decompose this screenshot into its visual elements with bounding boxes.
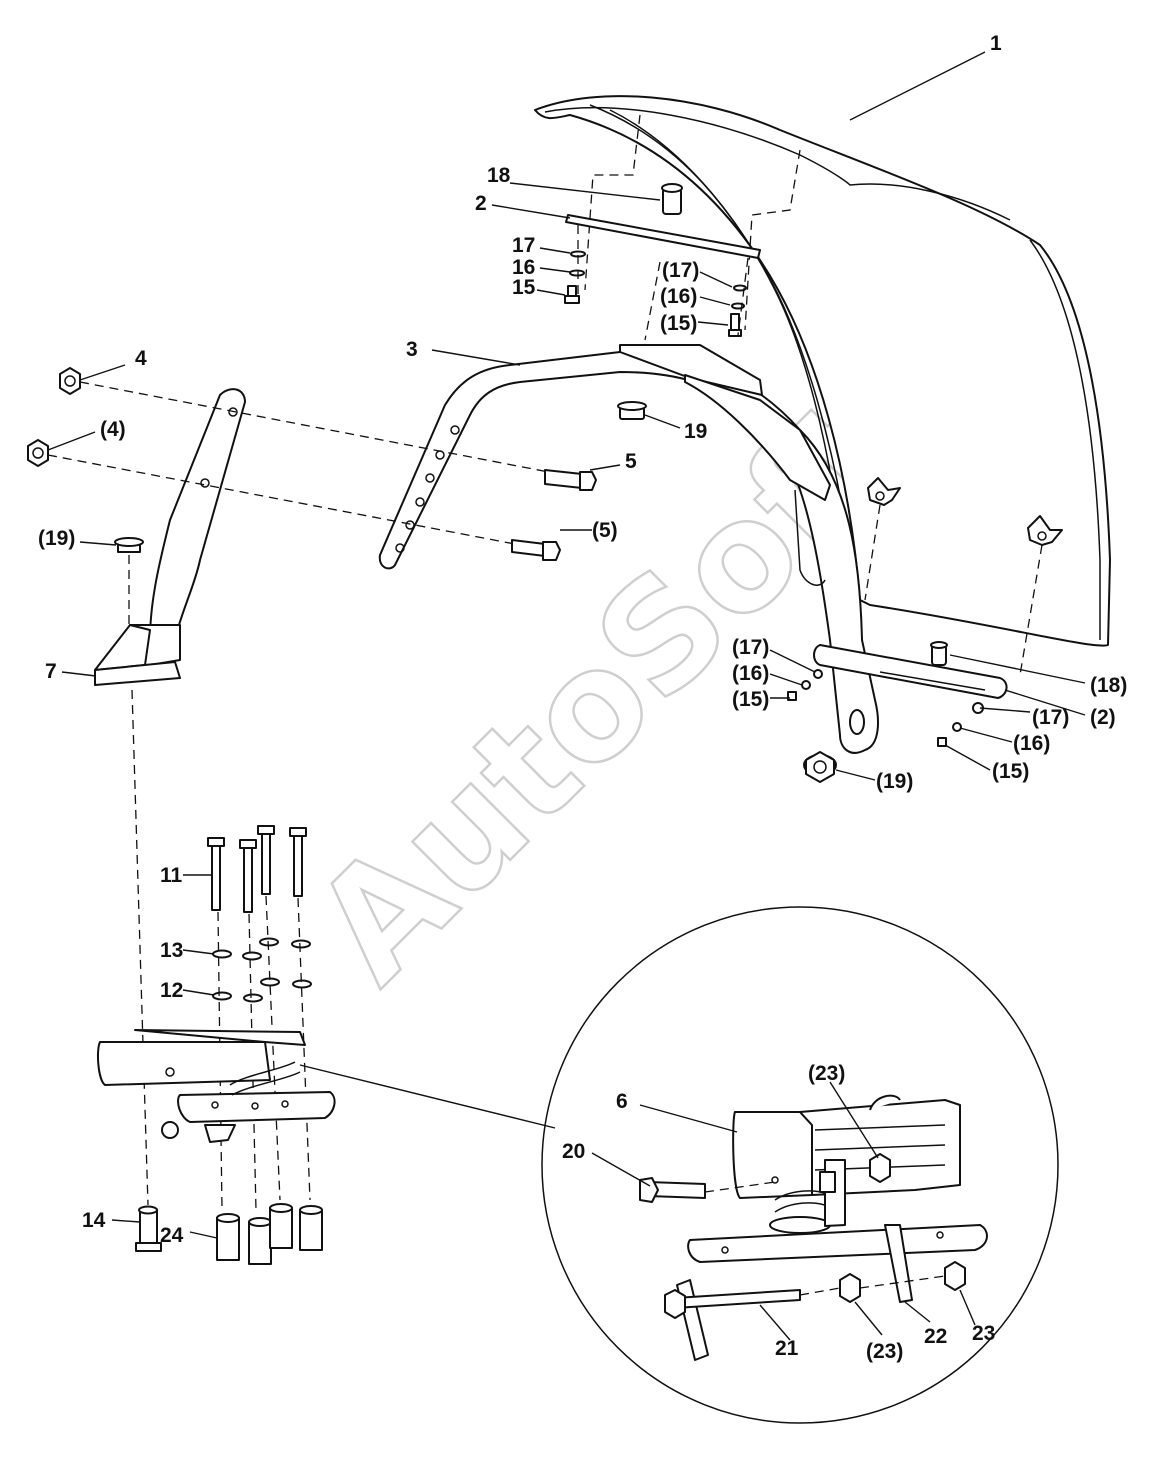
label-16-ref: (16) — [660, 285, 697, 308]
detail-view-circle — [541, 906, 1059, 1424]
label-12: 12 — [160, 979, 183, 1002]
label-7: 7 — [45, 660, 57, 683]
label-23-ref-bottom: (23) — [866, 1340, 903, 1363]
leader-lines — [47, 51, 1086, 1341]
bolt-5-lower — [511, 539, 561, 561]
washer-left-lower — [787, 669, 823, 701]
flange-nut-19-left — [114, 537, 144, 553]
label-19: 19 — [684, 420, 707, 443]
label-4: 4 — [135, 347, 147, 370]
strap-part-2 — [565, 183, 761, 259]
label-1: 1 — [990, 32, 1002, 55]
label-5: 5 — [625, 450, 637, 473]
wing-clip-right — [1027, 515, 1063, 546]
label-16-lower-right: (16) — [1013, 732, 1050, 755]
wing-clip-left — [867, 477, 901, 506]
washers-13-12 — [212, 937, 312, 1003]
label-16-lower-left: (16) — [732, 662, 769, 685]
washer-right-lower — [937, 702, 984, 747]
label-15-lower-left: (15) — [732, 688, 769, 711]
hidden-outline-2 — [744, 149, 801, 331]
spacers-24 — [216, 1203, 323, 1265]
label-16: 16 — [512, 256, 535, 279]
label-17-lower-left: (17) — [732, 636, 769, 659]
label-17-lower-right: (17) — [1032, 706, 1069, 729]
hidden-outline — [584, 114, 641, 291]
bushing-14 — [135, 1205, 162, 1252]
label-13: 13 — [160, 939, 183, 962]
flange-nut-19-lower — [803, 751, 837, 783]
label-2-ref: (2) — [1090, 706, 1116, 729]
label-4-ref: (4) — [100, 418, 126, 441]
bolt-5-upper — [544, 469, 597, 491]
label-5-ref: (5) — [592, 519, 618, 542]
washer-nut-stack-left — [564, 250, 586, 304]
label-24: 24 — [160, 1224, 184, 1247]
flange-nut-19-top — [617, 401, 647, 420]
support-bracket-part-3 — [378, 344, 879, 754]
label-2: 2 — [475, 192, 487, 215]
lower-strap-part-2 — [813, 641, 1008, 699]
label-23-ref-top: (23) — [808, 1062, 845, 1085]
label-17-ref: (17) — [662, 259, 699, 282]
label-20: 20 — [562, 1140, 585, 1163]
arm-part-7 — [94, 388, 246, 686]
hinge-assembly-part-6 — [96, 1029, 336, 1143]
label-19-ref-left: (19) — [38, 527, 75, 550]
label-14: 14 — [82, 1209, 106, 1232]
label-15: 15 — [512, 276, 536, 299]
label-19-ref-lower: (19) — [876, 770, 913, 793]
nut-4-lower — [27, 439, 49, 467]
label-3: 3 — [406, 338, 418, 361]
nut-4-top — [59, 367, 81, 395]
label-11: 11 — [160, 864, 183, 887]
label-15-lower-right: (15) — [992, 760, 1029, 783]
label-17: 17 — [512, 234, 535, 257]
label-23: 23 — [972, 1322, 995, 1345]
label-18-ref: (18) — [1090, 674, 1127, 697]
label-21: 21 — [775, 1337, 799, 1360]
bolts-11 — [207, 825, 307, 913]
label-22: 22 — [924, 1325, 947, 1348]
label-18: 18 — [487, 164, 511, 187]
label-6: 6 — [616, 1090, 628, 1113]
callout-labels: 1 18 2 17 16 15 (17) (16) (15) 3 19 4 (4… — [38, 32, 1127, 1363]
label-15-ref: (15) — [660, 312, 697, 335]
